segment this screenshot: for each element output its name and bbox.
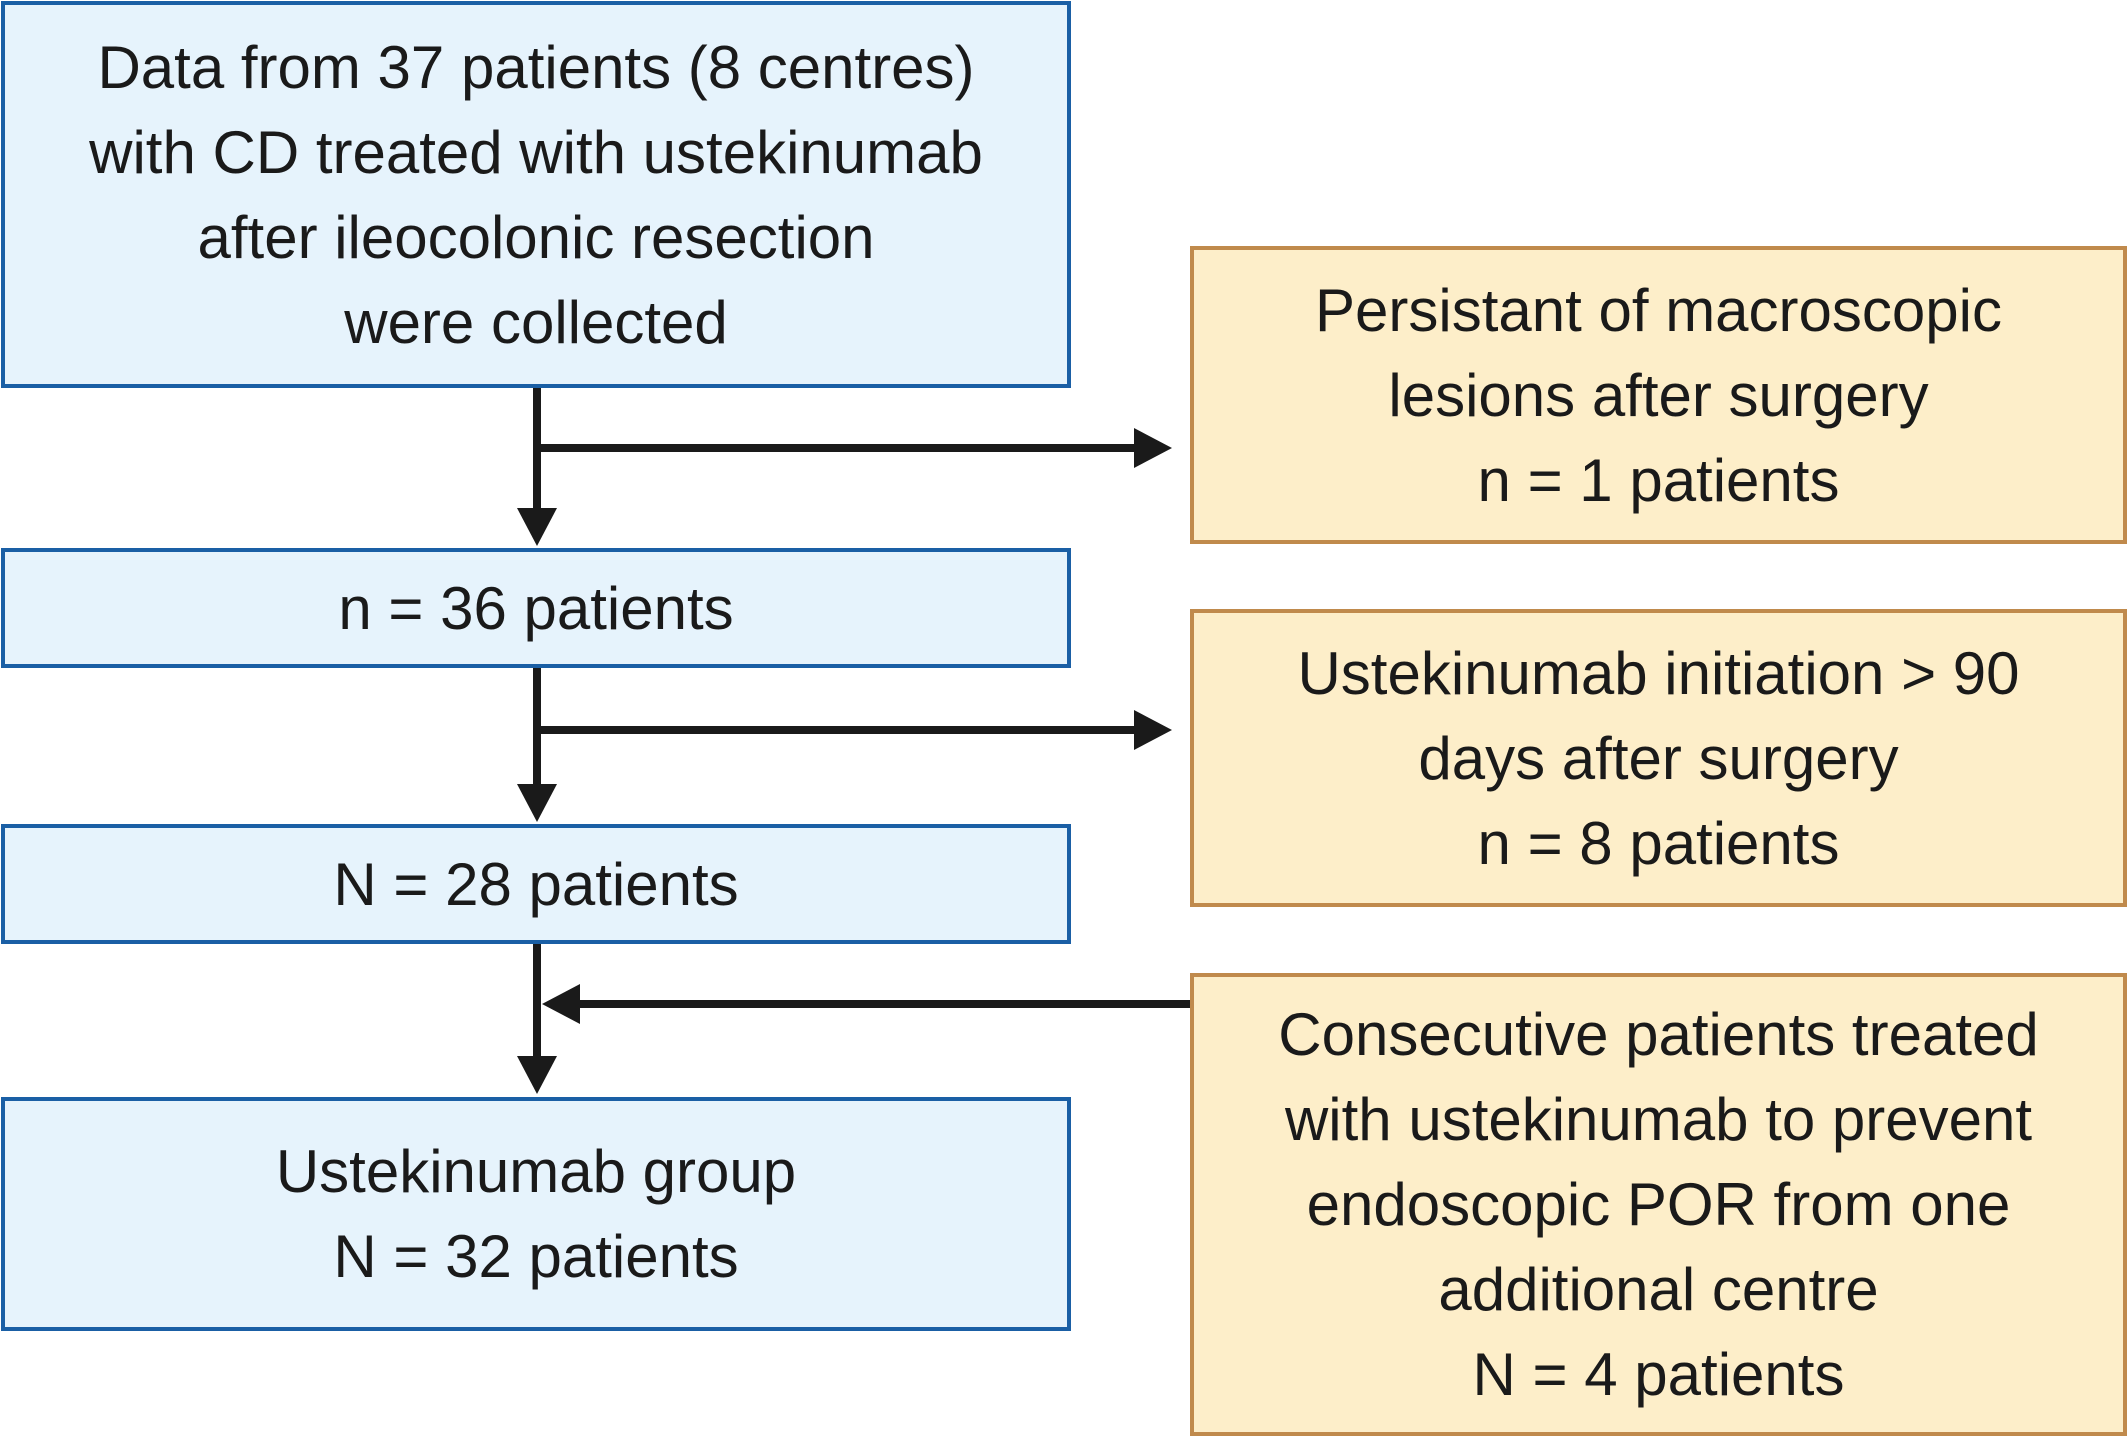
arrowhead-exclusion-2 (1134, 710, 1172, 750)
box-addition-line-4: additional centre (1438, 1256, 1879, 1323)
box-exclusion-2: Ustekinumab initiation > 90 days after s… (1190, 609, 2127, 907)
arrowhead-step2 (517, 784, 557, 822)
arrowhead-final (517, 1056, 557, 1094)
box-addition-line-3: endoscopic POR from one (1306, 1171, 2011, 1238)
box-start-line-2: with CD treated with ustekinumab (89, 118, 983, 186)
arrowhead-exclusion-1 (1134, 428, 1172, 468)
box-addition-line-2: with ustekinumab to prevent (1284, 1086, 2033, 1153)
box-addition-line-5: N = 4 patients (1472, 1341, 1845, 1408)
box-addition-line-1: Consecutive patients treated (1278, 1001, 2039, 1068)
box-final: Ustekinumab group N = 32 patients (1, 1097, 1071, 1331)
arrowhead-step1 (517, 508, 557, 546)
box-exclusion-2-line-1: Ustekinumab initiation > 90 (1297, 639, 2020, 707)
box-exclusion-1-line-3: n = 1 patients (1477, 446, 1840, 514)
box-start-line-1: Data from 37 patients (8 centres) (97, 33, 975, 101)
box-addition: Consecutive patients treated with usteki… (1190, 973, 2127, 1436)
box-exclusion-2-line-2: days after surgery (1418, 724, 1899, 792)
box-step2-line-1: N = 28 patients (333, 850, 739, 918)
arrowhead-addition (542, 984, 580, 1024)
box-step2: N = 28 patients (1, 824, 1071, 944)
box-start-line-4: were collected (344, 288, 728, 356)
box-exclusion-2-line-3: n = 8 patients (1477, 809, 1840, 877)
box-step1: n = 36 patients (1, 548, 1071, 668)
box-start-line-3: after ileocolonic resection (197, 203, 875, 271)
box-exclusion-1: Persistant of macroscopic lesions after … (1190, 246, 2127, 544)
box-exclusion-1-line-1: Persistant of macroscopic (1315, 276, 2002, 344)
box-exclusion-1-line-2: lesions after surgery (1388, 361, 1929, 429)
box-final-line-2: N = 32 patients (333, 1223, 739, 1290)
box-step1-line-1: n = 36 patients (338, 574, 734, 642)
box-start: Data from 37 patients (8 centres) with C… (1, 1, 1071, 388)
box-final-line-1: Ustekinumab group (275, 1138, 797, 1205)
